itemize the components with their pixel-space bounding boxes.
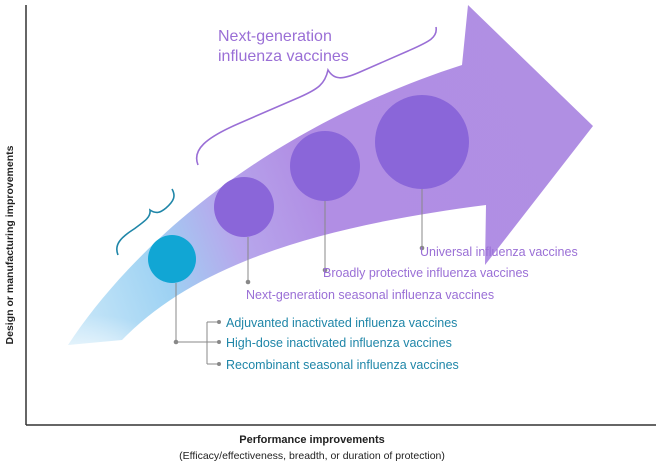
next-gen-brace (195, 26, 437, 166)
nextgen-connector-dot (245, 279, 251, 285)
recombinant-connector-dot (217, 362, 221, 366)
current-connector (175, 283, 219, 365)
arrow-tail-fade (10, 315, 180, 425)
high-dose-connector-dot (217, 340, 221, 344)
label-recombinant: Recombinant seasonal influenza vaccines (226, 358, 459, 372)
label-adjuvanted: Adjuvanted inactivated influenza vaccine… (226, 316, 457, 330)
next-gen-title-line2: influenza vaccines (218, 48, 349, 65)
adjuvanted-connector-dot (217, 320, 221, 324)
y-axis-label: Design or manufacturing improvements (4, 145, 16, 344)
current-vaccine-circle (148, 235, 196, 283)
current-connector-dot (173, 339, 179, 345)
label-nextgen-seasonal: Next-generation seasonal influenza vacci… (246, 288, 494, 302)
label-universal: Universal influenza vaccines (420, 245, 578, 259)
broadly-protective-circle (290, 131, 360, 201)
nextgen-seasonal-circle (214, 177, 274, 237)
current-brace (116, 188, 175, 256)
broadly-connector-dot (322, 267, 328, 273)
x-axis-label-line1: Performance improvements (239, 434, 385, 446)
label-high-dose: High-dose inactivated influenza vaccines (226, 336, 452, 350)
next-gen-title-line1: Next-generation (218, 28, 332, 45)
x-axis-label-line2: (Efficacy/effectiveness, breadth, or dur… (179, 450, 445, 462)
universal-connector-dot (419, 245, 425, 251)
label-broadly: Broadly protective influenza vaccines (323, 266, 529, 280)
universal-vaccine-circle (375, 95, 469, 189)
